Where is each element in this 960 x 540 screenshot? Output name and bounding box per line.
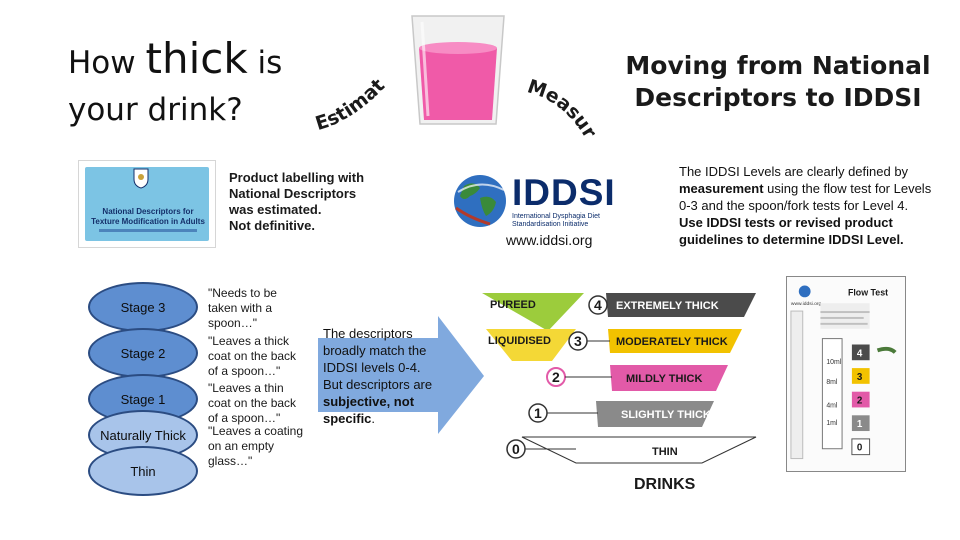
label-note-line1: Product labelling with [229, 170, 365, 185]
iddsi-transition-title: Moving from National Descriptors to IDDS… [618, 50, 938, 114]
level-2-number: 2 [552, 369, 560, 385]
mark-1ml: 1ml [826, 420, 838, 427]
mark-8ml: 8ml [826, 379, 838, 386]
level-1-label: SLIGHTLY THICK [621, 409, 711, 421]
stage-1-quote: "Leaves a thin coat on the back of a spo… [208, 381, 297, 425]
descriptor-note-line4: But descriptors are [323, 377, 433, 392]
main-title-line1: How thick is [68, 38, 283, 82]
descriptor-note-bold2: specific [323, 411, 372, 426]
flow-level-1: 1 [857, 419, 863, 430]
flow-level-4: 4 [857, 348, 863, 359]
thin-ellipse: Thin [88, 446, 198, 496]
level-4-label: EXTREMELY THICK [616, 300, 719, 312]
iddsi-website-link[interactable]: www.iddsi.org [506, 232, 593, 248]
drink-glass-icon [411, 15, 505, 125]
level-2-band [610, 365, 728, 391]
estimate-text: Estimate [300, 60, 389, 135]
flow-level-3: 3 [857, 372, 863, 383]
level-3-label: MODERATELY THICK [616, 336, 728, 348]
level-0-number: 0 [512, 441, 520, 457]
flow-level-2: 2 [857, 396, 863, 407]
descriptor-note-line1: The descriptors [323, 326, 413, 341]
syringe-icon [821, 338, 843, 450]
naturally-thick-quote: "Leaves a coating on an empty glass…" [208, 424, 303, 468]
level-1-number: 1 [534, 405, 542, 421]
blue-right-arrow [318, 316, 484, 434]
level-4-number: 4 [594, 297, 602, 313]
level-4-band [606, 293, 756, 317]
mark-4ml: 4ml [826, 402, 838, 409]
iddsi-subtitle-2: Standardisation Initiative [512, 221, 589, 228]
mark-10ml: 10ml [826, 359, 841, 366]
right-title-line1: Moving from National [625, 51, 931, 80]
pureed-band [482, 293, 584, 331]
stage-3-label: Stage 3 [120, 299, 166, 315]
level-2-label: MILDLY THICK [626, 373, 702, 385]
labelling-note: Product labelling with National Descript… [229, 170, 389, 234]
flow-card-url: www.iddsi.org [791, 301, 822, 307]
stage-2-quote: "Leaves a thick coat on the back of a sp… [208, 334, 297, 378]
main-title-line2: your drink? [68, 92, 243, 128]
globe-icon [454, 175, 506, 227]
svg-text:Estimate: Estimate [300, 60, 389, 135]
estimate-curved-word: Estimate [300, 60, 389, 135]
descriptor-note-tail: . [371, 411, 376, 426]
booklet-title: National Descriptors for Texture Modific… [89, 207, 207, 227]
stage-2-label: Stage 2 [120, 345, 166, 361]
measure-text: Measure [512, 78, 601, 143]
booklet-title-line2: Texture Modification in Adults [91, 217, 205, 226]
descriptor-note-line2: broadly match the [323, 343, 427, 358]
stage-3-ellipse: Stage 3 [88, 282, 198, 332]
descriptor-note-line3: IDDSI levels 0-4. [323, 360, 421, 375]
flow-level-0: 0 [857, 443, 863, 454]
stage-3-quote: "Needs to be taken with a spoon…" [208, 286, 277, 330]
iddsi-levels-description: The IDDSI Levels are clearly defined by … [679, 163, 934, 248]
level-3-number: 3 [574, 333, 582, 349]
label-note-line2: National Descriptors [229, 186, 357, 201]
right-text-part1: The IDDSI Levels are clearly defined by [679, 164, 909, 179]
level-0-label: THIN [652, 446, 678, 458]
naturally-thick-label: Naturally Thick [100, 427, 186, 443]
thin-label: Thin [130, 463, 156, 479]
title-word-how: How [68, 45, 136, 81]
national-descriptors-booklet-image: National Descriptors for Texture Modific… [78, 160, 216, 248]
measure-curved-word: Measure [512, 78, 601, 143]
level-3-band [608, 329, 742, 353]
stage-1-label: Stage 1 [120, 391, 166, 407]
liquidised-label: LIQUIDISED [488, 335, 551, 347]
flow-card-logo-icon [798, 285, 811, 298]
iddsi-framework-diagram: PUREED LIQUIDISED 4 3 2 1 0 EXTREMELY TH… [482, 293, 757, 464]
descriptor-comparison-note: The descriptors broadly match the IDDSI … [323, 325, 453, 427]
booklet-title-line1: National Descriptors for [102, 207, 194, 216]
level-1-band [596, 401, 714, 427]
right-text-part2: using the flow test for Levels 0-3 and t… [679, 181, 932, 213]
right-text-last-line: Use IDDSI tests or revised product guide… [679, 215, 904, 247]
right-text-bold: measurement [679, 181, 764, 196]
level-0-band [521, 436, 757, 464]
iddsi-subtitle-1: International Dysphagia Diet [512, 213, 600, 220]
iddsi-logo-word: IDDSI [512, 172, 616, 213]
right-title-line2: Descriptors to IDDSI [634, 83, 922, 112]
stage-2-ellipse: Stage 2 [88, 328, 198, 378]
svg-text:Measure: Measure [512, 78, 601, 143]
title-word-thick: thick [145, 34, 248, 83]
pureed-label: PUREED [490, 299, 536, 311]
crest-icon [133, 168, 149, 189]
liquidised-band [486, 329, 576, 361]
label-note-line3: was estimated. [229, 202, 322, 217]
title-word-is: is [257, 45, 283, 81]
descriptor-note-bold1: subjective, not [323, 394, 415, 409]
label-note-line4: Not definitive. [229, 218, 315, 233]
flow-test-card: www.iddsi.org Flow Test 10ml 8ml 4ml 1ml… [786, 276, 906, 472]
drinks-label: DRINKS [634, 476, 696, 493]
flow-card-title: Flow Test [848, 287, 888, 297]
